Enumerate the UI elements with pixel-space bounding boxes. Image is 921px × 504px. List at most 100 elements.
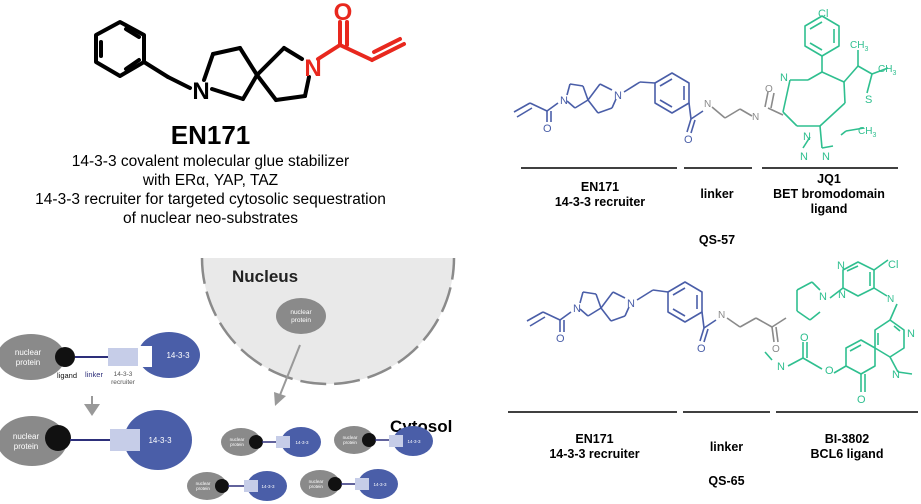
desc-line: 14-3-3 covalent molecular glue stabilize… (71, 153, 350, 170)
schematic-text: nuclear (15, 348, 42, 357)
complex-fourteen33 (124, 410, 192, 470)
atom-label: N (777, 361, 785, 373)
atom-label: O (857, 394, 866, 406)
svg-text:14-3-3: 14-3-3 (261, 484, 275, 489)
atom-label: N (819, 291, 827, 303)
svg-text:nuclear: nuclear (196, 481, 211, 486)
schematic-nuclear-protein (0, 334, 65, 380)
svg-text:nuclear: nuclear (343, 435, 358, 440)
acrylamide-n-label: N (304, 55, 321, 82)
fourteen33-text: 14-3-3 (148, 436, 172, 445)
part-line: linker (700, 187, 734, 201)
qs65-part-linker: linker (683, 440, 770, 455)
cyto-complex-2: nuclear protein 14-3-3 (334, 426, 433, 456)
carbonyl-o-label: O (334, 0, 353, 26)
part-line: BI-3802 (824, 432, 870, 446)
atom-label: S (865, 94, 872, 106)
svg-text:nuclear: nuclear (309, 479, 324, 484)
compound-description: 14-3-3 covalent molecular glue stabilize… (0, 152, 421, 228)
atom-label: O (556, 333, 565, 345)
nuclear-protein-text: nuclear (290, 309, 312, 316)
atom-label: N (837, 260, 845, 272)
cyto-complex-1: nuclear protein 14-3-3 (221, 427, 321, 457)
svg-text:protein: protein (309, 484, 323, 489)
schematic-text: protein (16, 358, 40, 367)
atom-label: N (892, 369, 900, 381)
atom-label: N (560, 95, 568, 107)
part-line: linker (709, 440, 744, 454)
export-arrow (279, 344, 301, 396)
complex-ligand (45, 425, 71, 451)
part-line: BCL6 ligand (810, 447, 884, 461)
qs57-part-jq1: JQ1 BET bromodomain ligand (758, 172, 900, 217)
part-line: 14-3-3 recruiter (549, 447, 640, 461)
atom-label: N (752, 112, 759, 123)
export-arrow-head (274, 392, 286, 406)
svg-text:14-3-3: 14-3-3 (373, 482, 387, 487)
qs65-name: QS-65 (708, 474, 745, 488)
qs65-part-recruiter: EN171 14-3-3 recruiter (512, 432, 677, 462)
recruiter-label: 14-3-3 (114, 371, 133, 378)
atom-label: O (684, 134, 693, 146)
atom-label: O (825, 365, 834, 377)
down-arrow (84, 404, 100, 416)
ligand-label: ligand (57, 371, 77, 380)
qs57-part-linker: linker (680, 187, 754, 202)
compound-name: EN171 (170, 120, 251, 150)
atom-label: Cl (818, 8, 828, 20)
atom-label: O (800, 332, 809, 344)
atom-label: N (704, 99, 711, 110)
part-line: ligand (810, 202, 848, 216)
methyl-label: CH3 (878, 64, 896, 77)
svg-text:protein: protein (343, 440, 357, 445)
recruiter-label: recruiter (111, 379, 136, 386)
atom-label: N (627, 298, 635, 310)
nuclear-envelope (200, 257, 456, 386)
amine-n-label: N (192, 78, 209, 105)
nucleus-label: Nucleus (232, 267, 298, 286)
atom-label: N (614, 90, 622, 102)
svg-text:nuclear: nuclear (230, 437, 245, 442)
atom-label: N (780, 72, 788, 84)
desc-line: with ERα, YAP, TAZ (142, 172, 279, 189)
atom-label: N (822, 151, 830, 163)
atom-label: N (803, 131, 811, 143)
cyto-complex-4: nuclear protein 14-3-3 (300, 469, 398, 499)
atom-label: N (800, 151, 808, 163)
benzene-ring (94, 20, 146, 78)
qs57-name: QS-57 (698, 233, 736, 247)
part-line: EN171 (580, 180, 620, 194)
recruiter-rect (108, 348, 138, 366)
nuclear-protein-text: protein (291, 317, 311, 324)
svg-text:14-3-3: 14-3-3 (407, 439, 421, 444)
schematic-text: nuclear (13, 432, 40, 441)
methyl-label: CH3 (850, 40, 868, 53)
svg-text:protein: protein (230, 442, 244, 447)
atom-label: O (772, 344, 780, 355)
desc-line: 14-3-3 recruiter for targeted cytosolic … (35, 191, 386, 208)
atom-label: N (573, 303, 581, 315)
part-line: BET bromodomain (773, 187, 885, 201)
atom-label: N (838, 289, 846, 301)
fourteen33-text: 14-3-3 (166, 351, 190, 360)
schematic-text: protein (14, 442, 38, 451)
part-line: 14-3-3 recruiter (554, 195, 646, 209)
atom-label: Cl (888, 259, 898, 271)
methyl-label: CH3 (858, 126, 876, 139)
atom-label: N (718, 310, 725, 321)
fourteen33-protein (138, 332, 200, 378)
atom-label: O (697, 343, 706, 355)
qs65-part-bi3802: BI-3802 BCL6 ligand (776, 432, 918, 462)
nh-label: N (887, 294, 894, 305)
atom-label: O (765, 84, 773, 95)
part-line: EN171 (575, 432, 614, 446)
atom-label: N (907, 328, 915, 340)
qs57-part-recruiter: EN171 14-3-3 recruiter (520, 180, 680, 210)
nucleus-shape (202, 258, 454, 384)
nuclear-protein-blob (276, 298, 326, 334)
